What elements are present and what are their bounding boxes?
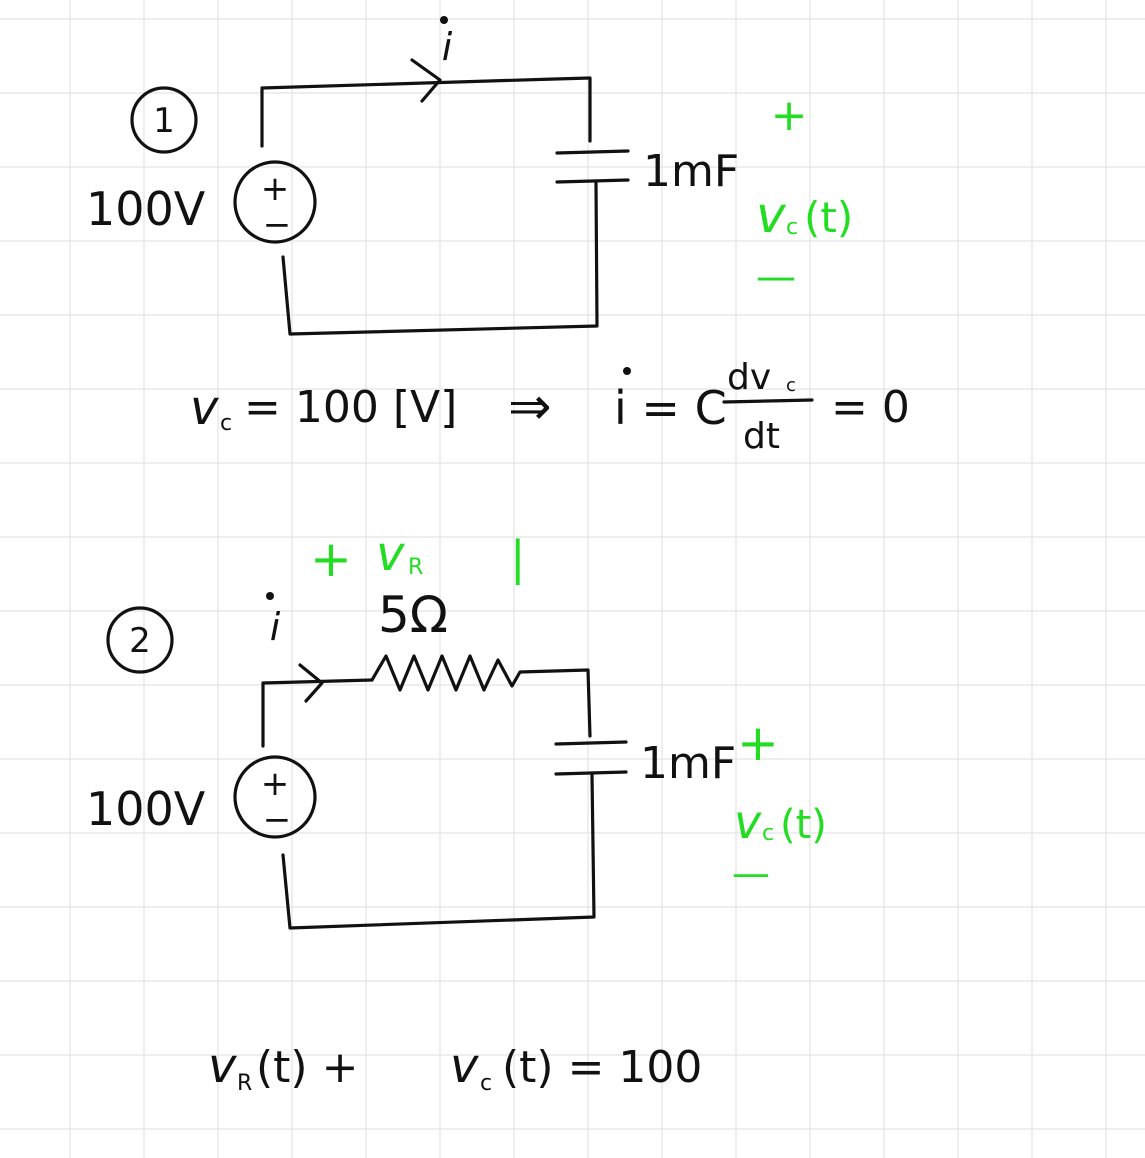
circuit-1-capacitor-plate-bottom bbox=[555, 178, 630, 184]
circuit-2: 2 i 5Ω + v R | + − 100V 1mF + v c (t) — bbox=[86, 526, 827, 930]
circuit-2-marker: 2 bbox=[129, 621, 151, 661]
circuit-2-source-minus: − bbox=[263, 800, 292, 840]
circuit-2-vr-minus: | bbox=[510, 531, 526, 586]
eq1-current-dot bbox=[623, 367, 631, 375]
eq1-implies: ⇒ bbox=[508, 377, 552, 437]
eq1-lhs-sub: c bbox=[220, 411, 232, 436]
circuit-2-vc-minus: — bbox=[732, 851, 770, 895]
circuit-2-voltage-source bbox=[233, 755, 317, 839]
circuit-1-current-arrow bbox=[410, 58, 442, 103]
circuit-2-current-arrow bbox=[298, 663, 324, 703]
eq1-fraction-bar bbox=[722, 398, 814, 404]
circuit-1-vc-sub: c bbox=[786, 215, 798, 240]
bottom-eq-v2-sub: c bbox=[480, 1071, 492, 1096]
eq1-rhs-end: = 0 bbox=[831, 382, 910, 433]
circuit-2-capacitor-plate-bottom bbox=[554, 770, 628, 776]
eq1-frac-den: dt bbox=[743, 416, 780, 457]
circuit-2-current-label: i bbox=[270, 605, 281, 649]
circuit-2-capacitance: 1mF bbox=[640, 738, 736, 789]
circuit-1-vc-minus: — bbox=[756, 254, 796, 300]
circuit-2-vr-label: v bbox=[376, 526, 405, 582]
circuit-2-marker-circle bbox=[106, 606, 174, 674]
circuit-1-wire-top bbox=[260, 76, 592, 143]
circuit-1-marker: 1 bbox=[153, 101, 175, 141]
circuit-2-vc-arg: (t) bbox=[780, 802, 827, 848]
circuit-1-vc-label: v bbox=[756, 186, 787, 244]
eq1-frac-num: dv bbox=[727, 357, 771, 398]
bottom-eq-v1-sub: R bbox=[237, 1071, 252, 1096]
circuit-2-vr-plus: + bbox=[310, 530, 352, 588]
bottom-eq-v2-arg: (t) = 100 bbox=[502, 1042, 702, 1093]
circuit-2-resistance: 5Ω bbox=[378, 586, 448, 644]
bottom-eq-v2: v bbox=[450, 1038, 479, 1094]
bottom-eq-v1-arg: (t) + bbox=[256, 1042, 358, 1093]
circuit-1-marker-circle bbox=[130, 86, 198, 154]
circuit-2-resistor bbox=[370, 654, 592, 738]
bottom-eq-v1: v bbox=[208, 1038, 237, 1094]
circuit-2-vc-plus: + bbox=[737, 714, 779, 772]
circuit-1-capacitor-plate-top bbox=[555, 149, 630, 155]
circuit-1-current-label: i bbox=[442, 25, 453, 69]
circuit-2-capacitor-plate-top bbox=[554, 740, 628, 746]
circuit-1: 1 i + − 100V 1mF + v c (t) — v c = 100 [… bbox=[86, 16, 910, 457]
eq1-lhs-rest: = 100 [V] bbox=[244, 382, 457, 433]
circuit-1-current-dot bbox=[440, 16, 448, 24]
circuit-2-vc-sub: c bbox=[762, 821, 774, 846]
circuit-1-source-minus: − bbox=[263, 205, 292, 245]
circuit-1-vc-arg: (t) bbox=[804, 193, 853, 242]
circuit-2-wire-bottom bbox=[281, 773, 596, 930]
circuit-2-source-plus: + bbox=[261, 764, 290, 804]
circuit-2-vr-sub: R bbox=[408, 555, 423, 580]
eq1-lhs-var: v bbox=[190, 380, 219, 436]
circuit-1-capacitance: 1mF bbox=[643, 146, 739, 197]
circuit-2-wire-top-left bbox=[261, 678, 374, 685]
eq1-rhs-start: i = C bbox=[614, 381, 727, 435]
circuit-1-source-plus: + bbox=[261, 169, 290, 209]
circuit-1-vc-plus: + bbox=[771, 90, 808, 141]
circuit-1-wire-bottom bbox=[281, 181, 599, 336]
circuit-2-vc-label: v bbox=[734, 795, 762, 849]
circuit-2-current-dot bbox=[266, 592, 274, 600]
eq1-frac-num-sub: c bbox=[786, 375, 796, 396]
bottom-equation: v R (t) + v c (t) = 100 bbox=[208, 1038, 702, 1096]
circuit-1-source-voltage: 100V bbox=[86, 182, 206, 236]
circuit-2-source-voltage: 100V bbox=[86, 782, 206, 836]
circuit-1-voltage-source bbox=[233, 160, 317, 244]
